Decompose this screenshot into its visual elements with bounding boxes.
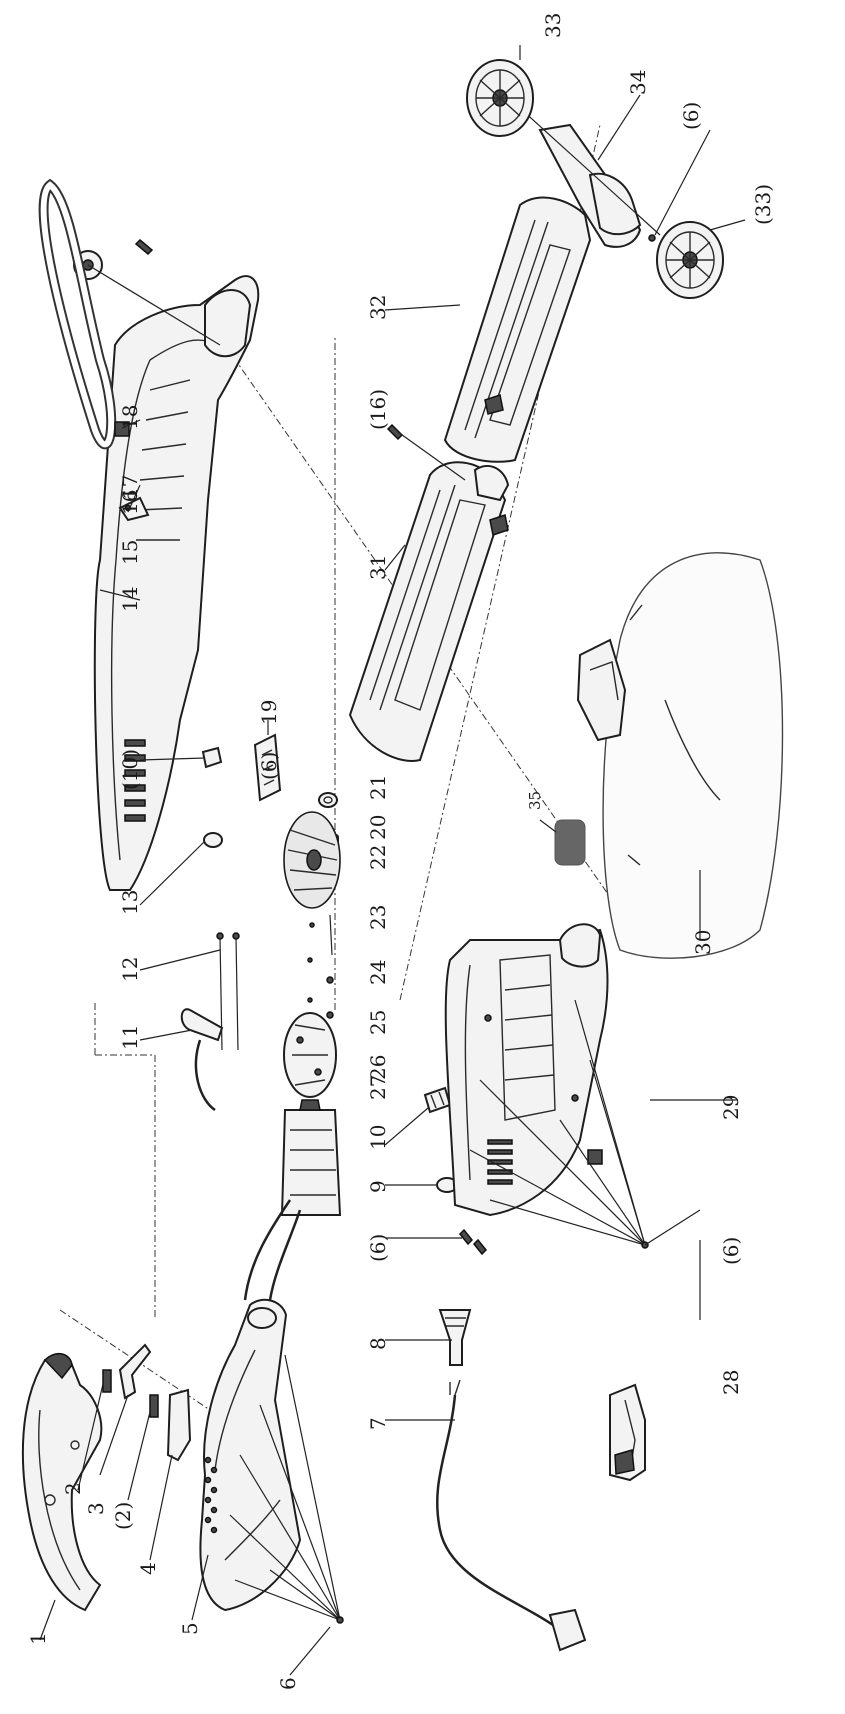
key-part-23 [309, 914, 333, 956]
label-part-10: 10 [366, 1125, 390, 1150]
screw-lines-lower-housing [469, 999, 649, 1249]
label-part-24: 24 [366, 960, 390, 985]
power-cord-part-7 [436, 1379, 587, 1652]
lower-housing-ribs [504, 984, 555, 1081]
label-part-33-repeat: (33) [751, 184, 775, 225]
label-part-19: 19 [257, 700, 281, 725]
label-part-31: 31 [366, 555, 390, 580]
label-part-35: 35 [526, 791, 544, 810]
lock-button-part-4 [166, 1388, 192, 1462]
label-part-6-near-19: (6) [257, 752, 281, 780]
upper-housing-part-14 [93, 275, 260, 891]
lower-housing-part-29 [444, 923, 609, 1217]
strain-relief-part-11 [180, 1008, 224, 1112]
callout-labels: 1 2 3 (2) 4 5 6 7 8 (6) 9 10 11 12 13 (1… [26, 13, 775, 1690]
washer-part-21 [318, 792, 338, 808]
label-part-22: 22 [366, 845, 390, 870]
motor-part-27 [243, 1099, 342, 1301]
label-part-8: 8 [366, 1337, 390, 1350]
label-part-10-repeat: (10) [118, 749, 142, 790]
wheel-part-33-repeat [656, 221, 724, 299]
label-part-13: 13 [118, 890, 142, 915]
screw-part-16-repeat [386, 423, 466, 481]
washer-part-24 [307, 957, 334, 984]
wires-part-12 [216, 932, 240, 1051]
label-part-30: 30 [691, 930, 715, 955]
switch-part-10 [423, 1086, 452, 1114]
label-part-14: 14 [118, 587, 142, 612]
screw-lines-part-6 [229, 1354, 344, 1624]
screws-part-6 [458, 1228, 488, 1256]
capacitor-part-13 [203, 832, 223, 848]
label-part-11: 11 [118, 1025, 142, 1050]
label-part-2-repeat: (2) [111, 1502, 135, 1530]
label-part-21: 21 [366, 775, 390, 800]
blower-tube-part-32 [443, 196, 592, 463]
label-part-1: 1 [26, 1632, 50, 1645]
cord-retainer-part-8 [438, 1309, 472, 1366]
label-part-6-screws: (6) [366, 1234, 390, 1262]
leader-lines [39, 45, 746, 1676]
handle-cover-part-1 [21, 1353, 103, 1612]
label-part-32: 32 [366, 295, 390, 320]
label-part-34: 34 [626, 70, 650, 95]
motor-flange-part-26 [283, 1012, 337, 1098]
label-part-6-wheel: (6) [679, 102, 703, 130]
label-part-7: 7 [366, 1417, 390, 1430]
label-part-6: 6 [276, 1677, 300, 1690]
spring-part-2-repeat [149, 1394, 159, 1418]
label-part-27: 27 [366, 1075, 390, 1100]
housing-half-part-5 [199, 1298, 302, 1612]
label-part-28: 28 [719, 1370, 743, 1395]
trigger-part-3 [118, 1343, 152, 1400]
label-part-25: 25 [366, 1010, 390, 1035]
housing-ribs [136, 379, 191, 541]
battery-part-35 [554, 819, 586, 866]
spring-part-2 [102, 1369, 112, 1393]
vent-holes [204, 1456, 218, 1534]
label-part-18: 18 [118, 405, 142, 430]
screw-part-16 [134, 238, 154, 256]
label-part-4: 4 [136, 1562, 160, 1575]
plate-part-19 [253, 733, 282, 802]
housing-vents [124, 739, 146, 822]
label-part-20: 20 [366, 815, 390, 840]
label-part-6-lower-housing: (6) [719, 1237, 743, 1265]
label-part-16-repeat: (16) [366, 389, 390, 430]
shoulder-strap-part-18 [38, 178, 130, 450]
fan-impeller-part-22 [283, 811, 341, 909]
label-part-16: 16 [118, 490, 142, 515]
label-part-15: 15 [118, 540, 142, 565]
bearing-part-25 [307, 997, 334, 1019]
wheel-part-33 [466, 59, 534, 137]
label-part-29: 29 [719, 1095, 743, 1120]
screw-part-6-wheel [648, 234, 656, 242]
label-part-23: 23 [366, 905, 390, 930]
label-part-2: 2 [61, 1482, 85, 1495]
collection-bag-part-30 [576, 552, 784, 959]
label-part-26: 26 [366, 1055, 390, 1080]
switch-part-10-repeat [201, 746, 223, 769]
label-part-17: 17 [118, 475, 142, 500]
label-part-5: 5 [178, 1622, 202, 1635]
label-part-33: 33 [541, 13, 565, 38]
label-part-12: 12 [118, 957, 142, 982]
lower-housing-vents [487, 1139, 513, 1185]
label-part-9: 9 [366, 1180, 390, 1193]
bag-coupler-part-28 [609, 1383, 646, 1482]
label-part-3: 3 [84, 1502, 108, 1515]
